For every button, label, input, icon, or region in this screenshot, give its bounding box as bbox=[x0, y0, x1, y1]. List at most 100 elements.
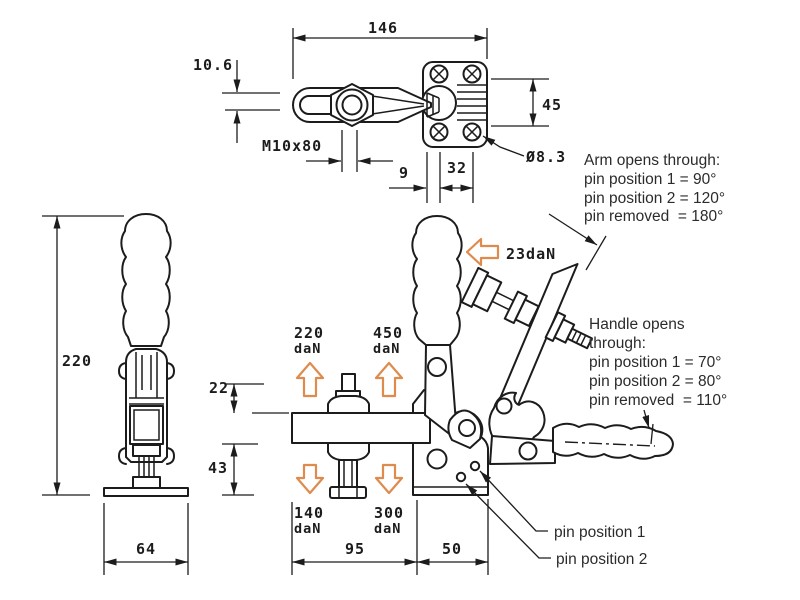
force-up-right-value: 450 bbox=[373, 324, 403, 342]
spindle-shaft-lines bbox=[343, 460, 353, 487]
handle-grip-vertical bbox=[411, 215, 463, 346]
arm-note-leader bbox=[548, 213, 598, 246]
flange-nut-lower bbox=[327, 442, 370, 461]
flange-nut-upper bbox=[327, 395, 370, 414]
mounting-screws bbox=[429, 64, 482, 142]
spindle-nut-a bbox=[514, 298, 540, 328]
spindle-thread-stub bbox=[566, 327, 593, 350]
pivot-tabs bbox=[118, 362, 175, 465]
handle-grip-front bbox=[120, 213, 172, 347]
top-view bbox=[292, 61, 488, 148]
pin-hole-1 bbox=[469, 460, 481, 472]
arm-note-line2: pin position 2 = 120° bbox=[584, 190, 725, 207]
dim-43-text: 43 bbox=[208, 459, 228, 477]
force-unit: daN bbox=[294, 341, 321, 357]
pin2-leader bbox=[465, 483, 551, 559]
arm-end-tick bbox=[585, 235, 607, 271]
handle-note-title1: Handle opens bbox=[589, 316, 685, 333]
handle-force-arrow-icon bbox=[465, 237, 500, 267]
dim-22-43-extension-lines bbox=[222, 383, 289, 496]
dim-64-extension-lines bbox=[103, 503, 189, 575]
dim-10-6-text: 10.6 bbox=[193, 56, 233, 74]
pin2-label: pin position 2 bbox=[556, 551, 647, 568]
front-view-dimensions: 22 43 95 50 bbox=[208, 379, 489, 575]
force-up-left-value: 220 bbox=[294, 324, 324, 342]
pin-hole-2 bbox=[455, 471, 467, 483]
force-unit: daN bbox=[373, 341, 400, 357]
force-up-right-arrow-icon bbox=[374, 361, 404, 398]
clevis-hole bbox=[495, 397, 513, 415]
spindle-foot bbox=[329, 486, 367, 499]
handle-note-line1: pin position 1 = 70° bbox=[589, 354, 721, 371]
dim-95-text: 95 bbox=[345, 540, 365, 558]
dim-9-text: 9 bbox=[399, 164, 409, 182]
spindle-nut-front bbox=[132, 444, 161, 457]
dim-32-text: 32 bbox=[447, 159, 467, 177]
force-unit: daN bbox=[374, 521, 401, 537]
dim-64-text: 64 bbox=[136, 540, 156, 558]
bracket-window-outer bbox=[129, 405, 164, 445]
handle-note-line2: pin position 2 = 80° bbox=[589, 373, 721, 390]
dim-146-text: 146 bbox=[368, 19, 398, 37]
force-arrows: 220 daN 450 daN 140 daN 300 daN 23daN bbox=[294, 237, 556, 537]
spindle-shaft bbox=[338, 459, 358, 488]
nut-circle-inner bbox=[341, 94, 363, 116]
front-view bbox=[291, 215, 489, 499]
lever-hole bbox=[427, 357, 447, 377]
dim-45-text: 45 bbox=[542, 96, 562, 114]
pin1-label: pin position 1 bbox=[554, 524, 645, 541]
force-down-left-value: 140 bbox=[294, 504, 324, 522]
force-unit: daN bbox=[294, 521, 321, 537]
side-view-dimensions: 220 64 bbox=[42, 215, 189, 575]
arm-note-title: Arm opens through: bbox=[584, 152, 720, 169]
screw-cross-slots bbox=[432, 67, 479, 139]
top-view-dimensions: 146 10.6 M10x80 9 32 45 Ø8.3 bbox=[193, 19, 566, 203]
spindle-rod-front bbox=[138, 456, 155, 487]
handle-lever-hole bbox=[518, 441, 538, 461]
bracket-inner-lines bbox=[129, 352, 164, 405]
handle-force-value: 23daN bbox=[506, 245, 556, 263]
base-flange-front bbox=[103, 487, 189, 497]
arm-note-line1: pin position 1 = 90° bbox=[584, 171, 716, 188]
force-down-left-arrow-icon bbox=[295, 463, 325, 495]
force-up-left-arrow-icon bbox=[295, 361, 325, 398]
body-mounting-hole bbox=[426, 448, 448, 470]
nut-circle-outer bbox=[335, 88, 369, 122]
handle-grip-open bbox=[552, 422, 674, 460]
arm-taper-lines bbox=[371, 95, 425, 115]
open-position-view bbox=[460, 263, 674, 465]
bracket-window-inner bbox=[133, 409, 160, 441]
handle-note-line3: pin removed = 110° bbox=[589, 392, 727, 409]
dim-45-extension-lines bbox=[491, 78, 549, 127]
handle-note-leader bbox=[642, 409, 650, 429]
handle-centerline bbox=[564, 441, 656, 447]
thread-ticks bbox=[571, 330, 587, 346]
grip-hatch-lines bbox=[457, 84, 486, 121]
handle-note-title2: through: bbox=[589, 335, 646, 352]
spindle-shaft-lines bbox=[491, 291, 514, 311]
force-down-right-value: 300 bbox=[374, 504, 404, 522]
dia-8-3-text: Ø8.3 bbox=[525, 148, 566, 166]
clamping-spindle bbox=[327, 373, 370, 499]
dim-10-6-extension-lines bbox=[222, 92, 280, 111]
dim-m10-extension-lines bbox=[341, 130, 358, 172]
dim-m10-text: M10x80 bbox=[262, 137, 322, 155]
side-view bbox=[103, 213, 189, 497]
dim-22-text: 22 bbox=[209, 379, 229, 397]
handle-end-tick bbox=[650, 423, 654, 445]
arm-note-line3: pin removed = 180° bbox=[584, 208, 723, 225]
pin1-leader bbox=[479, 470, 548, 532]
annotations: Arm opens through: pin position 1 = 90° … bbox=[465, 152, 727, 568]
clamping-bar bbox=[291, 412, 431, 444]
foot-pedestal bbox=[132, 476, 161, 489]
dim-9-32-extension-lines bbox=[426, 152, 474, 203]
spindle-open-phantom bbox=[460, 266, 593, 350]
pivot-hole bbox=[458, 419, 476, 437]
bellows-joint bbox=[426, 92, 440, 118]
spindle-hex-head bbox=[471, 274, 503, 313]
spindle-stud bbox=[341, 373, 356, 392]
dim-50-text: 50 bbox=[442, 540, 462, 558]
dia-8-3-leader bbox=[482, 135, 525, 157]
